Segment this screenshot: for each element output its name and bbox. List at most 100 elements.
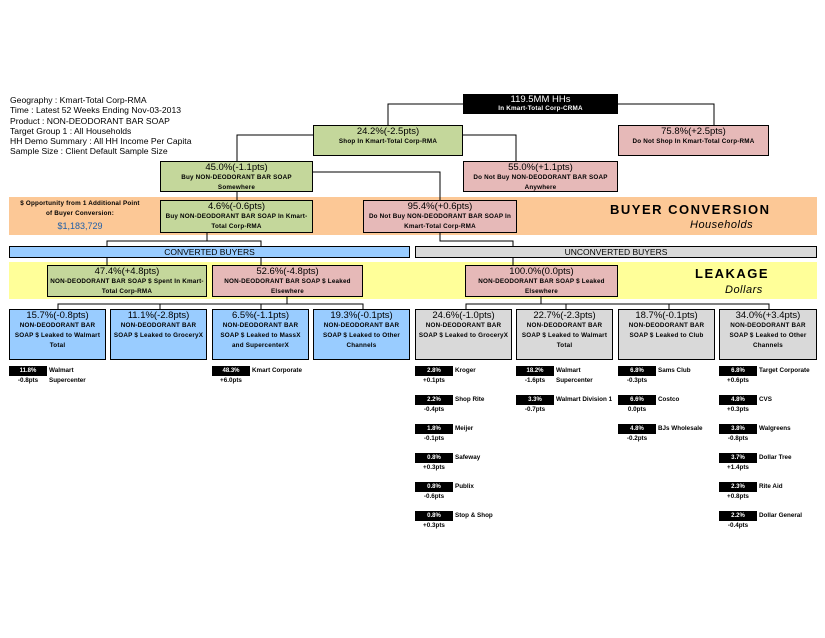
node-pct: 11.1%(-2.8pts)	[127, 310, 190, 321]
retailer-name: Dollar General	[759, 512, 803, 519]
time-period: Time : Latest 52 Weeks Ending Nov-03-201…	[10, 105, 182, 116]
retailer-pts-change: +0.1pts	[423, 377, 445, 384]
node-converted-spent: 47.4%(+4.8pts) NON-DEODORANT BAR SOAP $ …	[47, 265, 207, 297]
node-label: Buy NON-DEODORANT BAR SOAP In Kmart-Tota…	[165, 213, 308, 230]
retailer-name: Stop & Shop	[455, 512, 493, 519]
retailer-name: CVS	[759, 396, 772, 403]
node-label: NON-DEODORANT BAR SOAP $ Leaked to Club	[628, 322, 705, 339]
retailer-share: 4.8%	[719, 395, 757, 405]
node-pct: 34.0%(+3.4pts)	[735, 310, 801, 321]
retailer-name: Rite Aid	[759, 483, 783, 490]
retailer-name: Kmart Corporate	[252, 367, 303, 374]
retailer-share: 3.8%	[719, 424, 757, 434]
retailer-name: Kroger	[455, 367, 476, 374]
node-pct: 24.2%(-2.5pts)	[356, 126, 420, 137]
retailer-pts-change: +0.6pts	[727, 377, 749, 384]
node-pct: 45.0%(-1.1pts)	[205, 162, 268, 173]
node-pct: 18.7%(-0.1pts)	[635, 310, 698, 321]
retailer-pts-change: -0.3pts	[626, 377, 648, 384]
retailer-name: Walgreens	[759, 425, 791, 432]
node-pct: 95.4%(+0.6pts)	[407, 201, 473, 212]
retailer-share: 0.8%	[415, 511, 453, 521]
leakage-title: LEAKAGE	[695, 266, 770, 281]
node-pct: 22.7%(-2.3pts)	[533, 310, 596, 321]
node-label: Buy NON-DEODORANT BAR SOAP Somewhere	[181, 174, 292, 191]
node-pct: 4.6%(-0.6pts)	[207, 201, 266, 212]
retailer-pts-change: +0.3pts	[423, 464, 445, 471]
leakage-node: 15.7%(-0.8pts)NON-DEODORANT BAR SOAP $ L…	[9, 309, 106, 360]
retailer-pts-change: -1.6pts	[524, 377, 546, 384]
node-pct: 55.0%(+1.1pts)	[508, 162, 573, 173]
retailer-pts-change: +0.8pts	[727, 493, 749, 500]
node-pct: 19.3%(-0.1pts)	[330, 310, 393, 321]
retailer-share: 2.2%	[415, 395, 453, 405]
leakage-node: 22.7%(-2.3pts)NON-DEODORANT BAR SOAP $ L…	[516, 309, 613, 360]
retailer-pts-change: -0.7pts	[524, 406, 546, 413]
retailer-name: Walmart Supercenter	[49, 367, 86, 384]
retailer-share: 18.2%	[516, 366, 554, 376]
target-group: Target Group 1 : All Households	[10, 125, 132, 136]
node-label: Shop In Kmart-Total Corp-RMA	[338, 138, 438, 145]
retailer-name: Dollar Tree	[759, 454, 792, 461]
retailer-pts-change: -0.8pts	[17, 377, 39, 384]
node-unconverted-leaked: 100.0%(0.0pts) NON-DEODORANT BAR SOAP $ …	[465, 265, 618, 297]
retailer-share: 6.8%	[618, 366, 656, 376]
retailer-name: Safeway	[455, 454, 481, 461]
leakage-node: 24.6%(-1.0pts)NON-DEODORANT BAR SOAP $ L…	[415, 309, 512, 360]
retailer-name: Walmart Supercenter	[556, 367, 593, 384]
retailer-pts-change: +6.0pts	[220, 377, 242, 384]
node-label: In Kmart-Total Corp-CRMA	[498, 105, 583, 112]
retailer-share: 6.6%	[618, 395, 656, 405]
retailer-share: 4.8%	[618, 424, 656, 434]
node-pct: 52.6%(-4.8pts)	[256, 266, 319, 277]
geography: Geography : Kmart-Total Corp-RMA	[10, 95, 147, 105]
opportunity-line1: $ Opportunity from 1 Additional Point	[20, 200, 140, 207]
node-label: NON-DEODORANT BAR SOAP $ Leaked to Groce…	[418, 322, 509, 339]
opportunity-line2: of Buyer Conversion:	[45, 210, 115, 217]
node-converted-leaked: 52.6%(-4.8pts) NON-DEODORANT BAR SOAP $ …	[212, 265, 363, 297]
leakage-node: 6.5%(-1.1pts)NON-DEODORANT BAR SOAP $ Le…	[212, 309, 309, 360]
node-buy-kmart: 4.6%(-0.6pts) Buy NON-DEODORANT BAR SOAP…	[160, 200, 313, 233]
retailer-pts-change: -0.4pts	[423, 406, 445, 413]
retailer-share: 2.3%	[719, 482, 757, 492]
retailer-name: Target Corporate	[759, 367, 810, 374]
report-parameters: Geography : Kmart-Total Corp-RMA Time : …	[10, 95, 191, 157]
node-pct: 47.4%(+4.8pts)	[94, 266, 160, 277]
node-buy-somewhere: 45.0%(-1.1pts) Buy NON-DEODORANT BAR SOA…	[160, 161, 313, 192]
node-label: Do Not Buy NON-DEODORANT BAR SOAP Anywhe…	[473, 174, 608, 191]
opportunity-callout: $ Opportunity from 1 Additional Point of…	[10, 199, 150, 233]
retailer-share: 2.8%	[415, 366, 453, 376]
retailer-share: 0.8%	[415, 453, 453, 463]
leakage-node: 34.0%(+3.4pts)NON-DEODORANT BAR SOAP $ L…	[719, 309, 817, 360]
node-label: NON-DEODORANT BAR SOAP $ Leaked to Other…	[322, 322, 401, 349]
node-shop: 24.2%(-2.5pts) Shop In Kmart-Total Corp-…	[313, 125, 463, 156]
node-label: NON-DEODORANT BAR SOAP $ Leaked to MassX…	[220, 322, 301, 349]
buyer-conversion-subtitle: Households	[690, 219, 754, 231]
node-pct: 100.0%(0.0pts)	[509, 266, 574, 277]
retailer-share: 11.8%	[9, 366, 47, 376]
retailer-pts-change: -0.4pts	[727, 522, 749, 529]
retailer-name: Shop Rite	[455, 396, 485, 403]
node-pct: 119.5MM HHs	[510, 94, 571, 105]
retailer-name: Costco	[658, 396, 680, 403]
retailer-share: 6.8%	[719, 366, 757, 376]
unconverted-buyers-bar: UNCONVERTED BUYERS	[415, 246, 817, 258]
opportunity-value: $1,183,729	[57, 221, 103, 231]
node-pct: 15.7%(-0.8pts)	[26, 310, 89, 321]
node-label: NON-DEODORANT BAR SOAP $ Leaked to Groce…	[113, 322, 204, 339]
leakage-node: 11.1%(-2.8pts)NON-DEODORANT BAR SOAP $ L…	[110, 309, 207, 360]
retailer-pts-change: +1.4pts	[727, 464, 749, 471]
retailer-share: 48.3%	[212, 366, 250, 376]
node-pct: 75.8%(+2.5pts)	[661, 126, 726, 137]
node-label: Do Not Buy NON-DEODORANT BAR SOAP In Kma…	[368, 213, 512, 230]
node-label: NON-DEODORANT BAR SOAP $ Leaked to Walma…	[521, 322, 608, 349]
retailer-pts-change: 0.0pts	[627, 406, 647, 413]
retailer-pts-change: -0.8pts	[727, 435, 749, 442]
hh-demo-summary: HH Demo Summary : All HH Income Per Capi…	[10, 136, 192, 147]
leakage-node: 19.3%(-0.1pts)NON-DEODORANT BAR SOAP $ L…	[313, 309, 410, 360]
retailer-share: 1.8%	[415, 424, 453, 434]
retailer-share: 3.3%	[516, 395, 554, 405]
retailer-name: BJs Wholesale	[658, 425, 703, 432]
retailer-pts-change: -0.1pts	[423, 435, 445, 442]
